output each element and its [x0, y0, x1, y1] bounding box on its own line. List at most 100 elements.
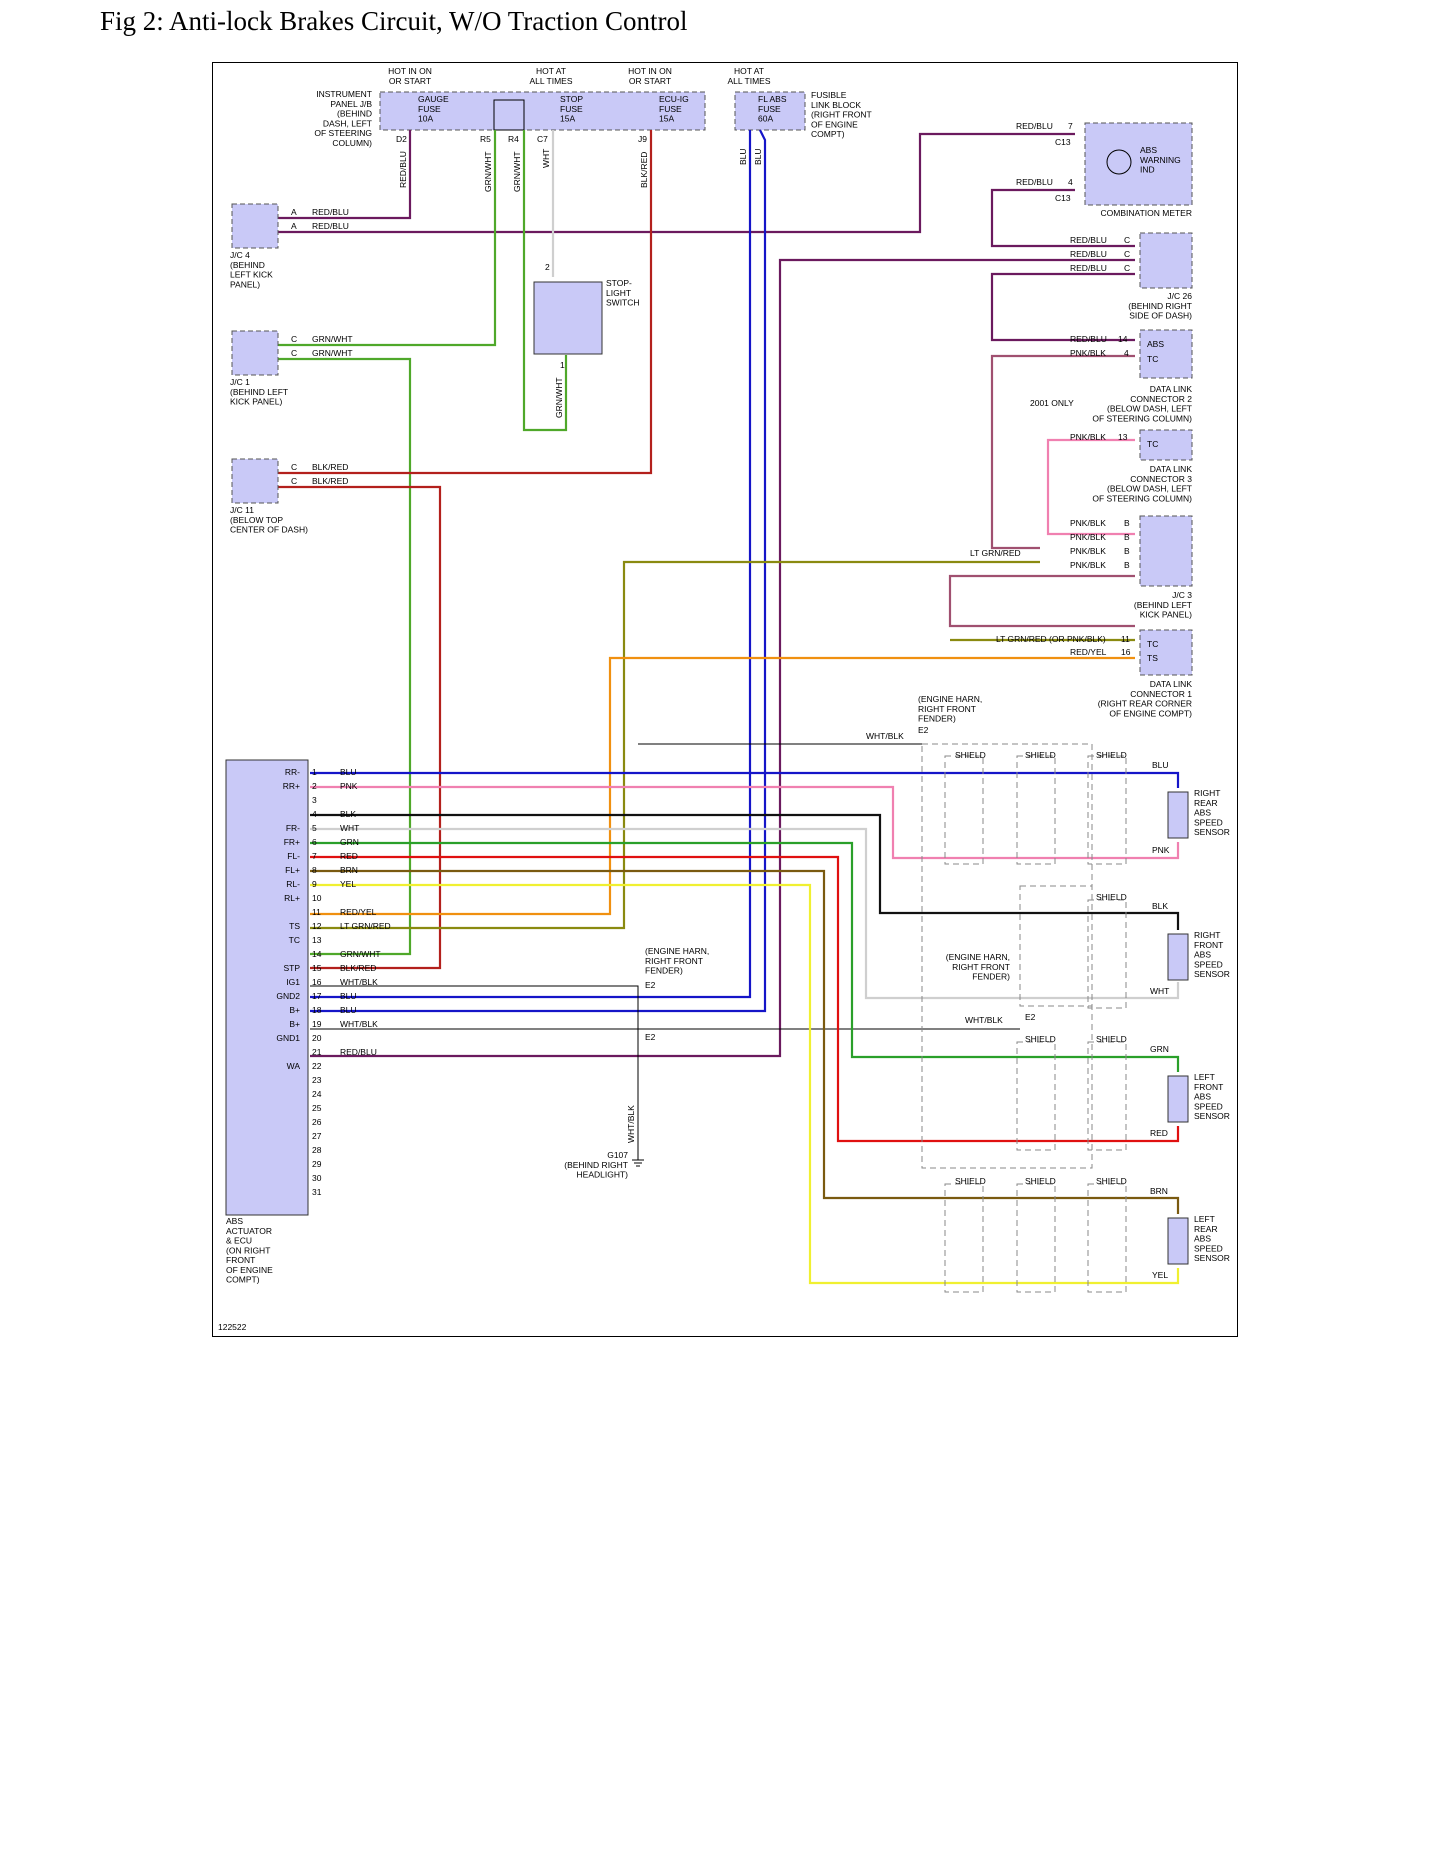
jc3-pin-b2: B	[1124, 532, 1130, 542]
ecu-pin-wire: GRN/WHT	[340, 949, 381, 959]
ecu-pin-number: 11	[312, 907, 321, 917]
ecu-pin-wire: BLK	[340, 809, 356, 819]
wire-red-blu-jc26-to-dlc2	[990, 272, 1135, 342]
dlc2-box	[1139, 329, 1193, 379]
ecu-pin-name: B+	[289, 1019, 300, 1029]
stop-switch-pin-2: 2	[545, 262, 550, 272]
ecu-pin-name: STP	[283, 963, 300, 973]
ecu-pin-number: 12	[312, 921, 322, 931]
shield-label-7: SHIELD	[955, 1176, 986, 1186]
wire-grn-wht-stop-switch	[522, 130, 568, 432]
jc11-pin-c1: C	[291, 462, 297, 472]
lr-yel-label: YEL	[1152, 1270, 1168, 1280]
fuse-block	[379, 91, 806, 131]
shield-label-5: SHIELD	[1025, 1034, 1056, 1044]
combination-meter-label: COMBINATION METER	[1101, 208, 1192, 218]
ecu-pin-number: 26	[312, 1117, 322, 1127]
shields: SHIELD SHIELD SHIELD SHIELD SHIELD SHIEL…	[921, 743, 1127, 1293]
ecu-pin-wire: RED/YEL	[340, 907, 377, 917]
stop-switch-pin-1: 1	[560, 360, 565, 370]
wire-red-blu-jc4-to-meter	[270, 132, 1075, 234]
wire-red-blu-jc4-a	[270, 130, 412, 220]
ecu-pin-row: 3	[312, 795, 317, 805]
dlc1-wire-16: RED/YEL	[1070, 647, 1107, 657]
ecu-pin-number: 31	[312, 1187, 322, 1197]
shield-outline-rf	[1019, 885, 1093, 1007]
wire-wht-rf-sensor	[310, 827, 1180, 1000]
meter-pin-7: 7	[1068, 121, 1073, 131]
shield-lf-2	[1087, 1041, 1127, 1151]
wire-grn-wht-ecu-stp	[270, 357, 412, 956]
wire-blk-red-jc11-a	[270, 130, 653, 475]
jc4-box	[231, 203, 279, 249]
ecu-pin-name: B+	[289, 1005, 300, 1015]
ecu-pin-row: 31	[312, 1187, 322, 1197]
ecu-pin-number: 23	[312, 1075, 322, 1085]
vlabel-grn-wht-1: GRN/WHT	[483, 151, 493, 192]
meter-wire-7: RED/BLU	[1016, 121, 1053, 131]
wire-blk-red-ecu-ig1	[270, 485, 442, 970]
wire-lt-grn-red-ecu	[310, 560, 1040, 930]
jc3-wire-3: PNK/BLK	[1070, 546, 1106, 556]
ecu-pin-row: 23	[312, 1075, 322, 1085]
lr-sensor-box	[1167, 1217, 1189, 1265]
shield-label-8: SHIELD	[1025, 1176, 1056, 1186]
shield-label-6: SHIELD	[1096, 1034, 1127, 1044]
ecu-pin-name: FR-	[286, 823, 300, 833]
ecu-pin-number: 8	[312, 865, 317, 875]
jc11-wire-2: BLK/RED	[312, 476, 348, 486]
dlc1-pin-11: 11	[1121, 634, 1130, 644]
pin-r4: R4	[508, 134, 519, 144]
vlabel-blk-red: BLK/RED	[639, 152, 649, 188]
ecu-pin-wire: YEL	[340, 879, 356, 889]
jc1-wire-1: GRN/WHT	[312, 334, 353, 344]
wire-wht-blk-gnd2	[310, 985, 639, 1160]
rr-blu-label: BLU	[1152, 760, 1169, 770]
vlabel-wht-blk: WHT/BLK	[626, 1105, 636, 1143]
dlc2-pin-14: 14	[1118, 334, 1128, 344]
ecu-pin-number: 30	[312, 1173, 322, 1183]
ecu-pin-wire: PNK	[340, 781, 358, 791]
shield-lr-1	[944, 1183, 984, 1293]
jc1-pin-c1: C	[291, 334, 297, 344]
ecu-pin-name: RR-	[285, 767, 300, 777]
ecu-pin-number: 4	[312, 809, 317, 819]
dlc3-pin-13: 13	[1118, 432, 1128, 442]
ecu-pin-row: 24	[312, 1089, 322, 1099]
pin-j9: J9	[638, 134, 647, 144]
e2-right-label: E2	[1025, 1012, 1036, 1022]
dlc1-tc: TC	[1147, 639, 1158, 649]
wire-pnk-blk-dlc3	[1046, 438, 1135, 536]
shield-lf-1	[1016, 1041, 1056, 1151]
vlabel-red-blu: RED/BLU	[398, 151, 408, 188]
ecu-pin-wire: BLU	[340, 767, 357, 777]
ecu-pin-wire: LT GRN/RED	[340, 921, 391, 931]
jc3-wire-4: PNK/BLK	[1070, 560, 1106, 570]
